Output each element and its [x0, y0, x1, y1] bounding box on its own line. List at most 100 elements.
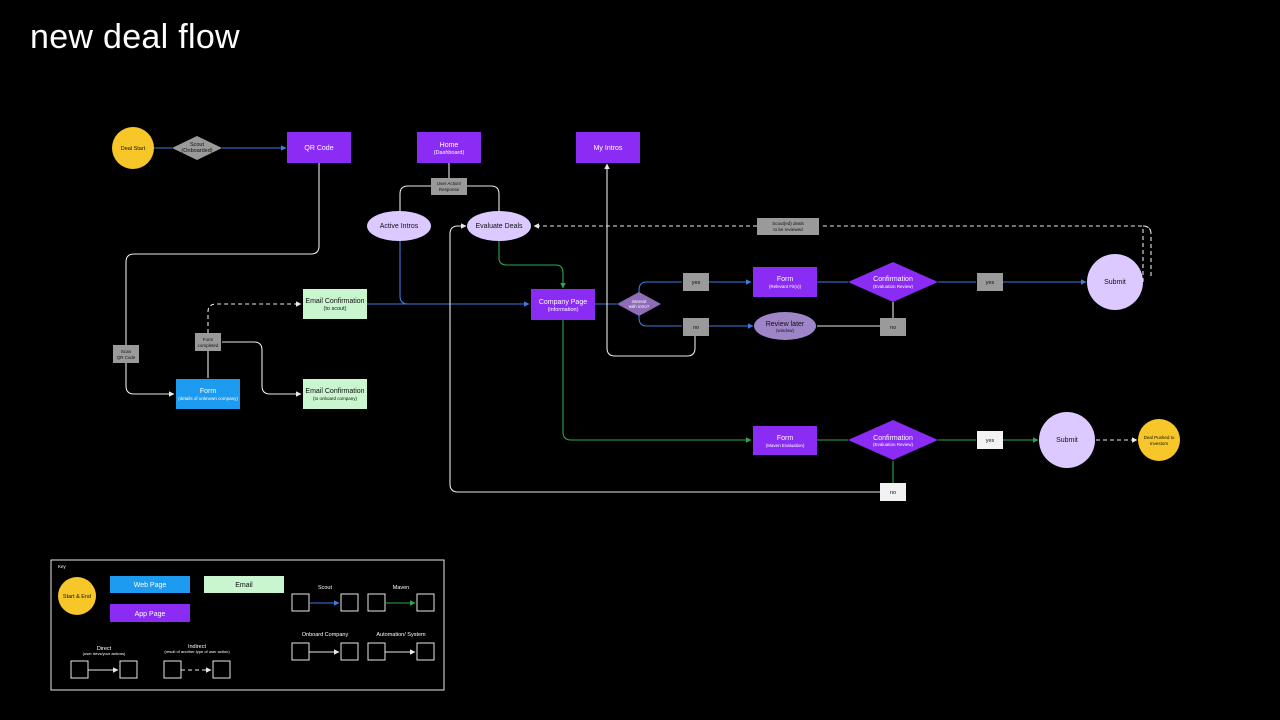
legend-onboard-company: Onboard Company	[291, 632, 359, 661]
no-2-label: no	[890, 325, 896, 331]
form-relevant-fit[interactable]: Form (Relevant Fit(s))	[753, 267, 817, 297]
interest-decision-sublabel: with intro?	[629, 304, 650, 309]
form-web-page[interactable]: Form (details of unknown company)	[176, 379, 240, 409]
scan-sublabel: QR Code	[117, 355, 136, 360]
no-1-label: no	[693, 325, 699, 331]
company-page[interactable]: Company Page (information)	[531, 289, 595, 320]
submit-2-label: Submit	[1056, 437, 1078, 444]
interest-decision[interactable]: interest with intro?	[617, 292, 661, 316]
review-later-sublabel: (window)	[776, 328, 795, 333]
legend-automation-system: Automation/ System	[367, 632, 435, 661]
confirmation-decision-2[interactable]: Confirmation (Evaluation Review)	[848, 420, 938, 460]
home-page[interactable]: Home (Dashboard)	[417, 132, 481, 163]
review-later-node[interactable]: Review later (window)	[754, 312, 816, 340]
form-relevant-fit-sublabel: (Relevant Fit(s))	[769, 284, 802, 289]
edge-qr-to-form	[125, 163, 320, 397]
edge-intro-to-yes	[638, 281, 682, 293]
no-box-1: no	[683, 318, 709, 336]
yes-3-label: yes	[986, 438, 995, 444]
form-completed-box: Form completed	[195, 333, 221, 351]
email-confirmation-onboard-label: Email Confirmation	[305, 388, 364, 395]
active-intros-node[interactable]: Active Intros	[367, 211, 431, 241]
my-intros-label: My Intros	[594, 145, 623, 152]
home-label: Home	[440, 142, 459, 149]
no-box-2: no	[880, 318, 906, 336]
legend-maven: Maven	[367, 585, 435, 612]
legend-title: Key	[58, 564, 67, 569]
company-page-sublabel: (information)	[548, 307, 579, 313]
scout-decision[interactable]: Scout (Onboarded)	[172, 136, 222, 160]
legend-web-page-label: Web Page	[134, 582, 167, 589]
yes-2-label: yes	[986, 280, 995, 286]
legend-automation-system-label: Automation/ System	[376, 632, 426, 638]
legend-onboard-company-label: Onboard Company	[302, 632, 349, 638]
home-sublabel: (Dashboard)	[434, 150, 465, 156]
form-maven-sublabel: (Maven Evaluation)	[766, 443, 805, 448]
qr-code-label: QR Code	[304, 145, 333, 152]
user-action-sublabel: Response	[439, 187, 460, 192]
deal-pushed-node[interactable]: Deal Pushed to Investors	[1138, 419, 1180, 461]
form-completed-label: Form	[203, 337, 214, 342]
scouted-deals-sublabel: to be reviewed	[773, 227, 803, 232]
edge-no-loop-to-evaluate	[449, 223, 880, 493]
legend-email-label: Email	[235, 582, 253, 589]
confirmation-1-label: Confirmation	[873, 276, 913, 283]
legend-indirect: Indirect (result of another type of user…	[163, 644, 231, 679]
form-completed-sublabel: completed	[198, 343, 219, 348]
scouted-deals-box: Scout(ed) deals to be reviewed	[757, 218, 819, 235]
edge-completed-to-email1	[207, 301, 302, 333]
deal-start-label: Deal Start	[121, 146, 146, 152]
legend-scout-label: Scout	[318, 585, 333, 591]
email-confirmation-scout-label: Email Confirmation	[305, 298, 364, 305]
deal-start-node[interactable]: Deal Start	[112, 127, 154, 169]
legend-start-end-label: Start & End	[63, 594, 91, 600]
legend-indirect-sublabel: (result of another type of user action)	[164, 649, 230, 654]
scout-decision-label: Scout	[190, 142, 205, 148]
scouted-deals-label: Scout(ed) deals	[772, 221, 804, 226]
active-intros-label: Active Intros	[380, 223, 419, 230]
confirmation-1-sublabel: (Evaluation Review)	[873, 284, 914, 289]
deal-pushed-sublabel: Investors	[1150, 441, 1169, 446]
deal-pushed-label: Deal Pushed to	[1144, 435, 1175, 440]
form-maven-label: Form	[777, 435, 794, 442]
evaluate-deals-node[interactable]: Evaluate Deals	[467, 211, 531, 241]
submit-node-2[interactable]: Submit	[1039, 412, 1095, 468]
scan-label: Scan	[121, 349, 132, 354]
edge-intro-to-no	[638, 315, 682, 327]
page-title: new deal flow	[30, 18, 240, 56]
yes-1-label: yes	[692, 280, 701, 286]
scout-decision-sublabel: (Onboarded)	[181, 148, 212, 154]
scan-qr-box: Scan QR Code	[113, 345, 139, 363]
form-web-label: Form	[200, 388, 217, 395]
user-action-label: User Action/	[437, 181, 462, 186]
yes-box-1: yes	[683, 273, 709, 291]
submit-node-1[interactable]: Submit	[1087, 254, 1143, 310]
user-action-box: User Action/ Response	[431, 178, 467, 195]
yes-box-2: yes	[977, 273, 1003, 291]
email-confirmation-onboard[interactable]: Email Confirmation (to onboard company)	[303, 379, 367, 409]
edge-user-action-to-active	[399, 185, 431, 211]
email-confirmation-scout[interactable]: Email Confirmation (to scout)	[303, 289, 367, 319]
evaluate-deals-label: Evaluate Deals	[475, 223, 523, 230]
confirmation-2-label: Confirmation	[873, 435, 913, 442]
legend-app-page: App Page	[110, 604, 190, 622]
email-confirmation-onboard-sublabel: (to onboard company)	[313, 396, 358, 401]
edge-company-to-form-maven	[562, 320, 752, 443]
legend-maven-label: Maven	[393, 585, 410, 591]
edge-active-to-company	[399, 240, 530, 307]
submit-1-label: Submit	[1104, 279, 1126, 286]
legend-email: Email	[204, 576, 284, 593]
legend: Key Start & End Web Page Email App Page …	[50, 559, 445, 691]
qr-code-page[interactable]: QR Code	[287, 132, 351, 163]
form-maven[interactable]: Form (Maven Evaluation)	[753, 426, 817, 455]
company-page-label: Company Page	[539, 299, 587, 306]
no-box-3: no	[880, 483, 906, 501]
no-3-label: no	[890, 490, 896, 496]
form-web-sublabel: (details of unknown company)	[178, 396, 238, 401]
legend-app-page-label: App Page	[135, 611, 166, 618]
edge-submit-loop-to-evaluate	[534, 226, 1152, 282]
confirmation-decision-1[interactable]: Confirmation (Evaluation Review)	[848, 262, 938, 302]
my-intros-page[interactable]: My Intros	[576, 132, 640, 163]
review-later-label: Review later	[766, 321, 805, 328]
edge-evaluate-to-company	[498, 240, 566, 289]
